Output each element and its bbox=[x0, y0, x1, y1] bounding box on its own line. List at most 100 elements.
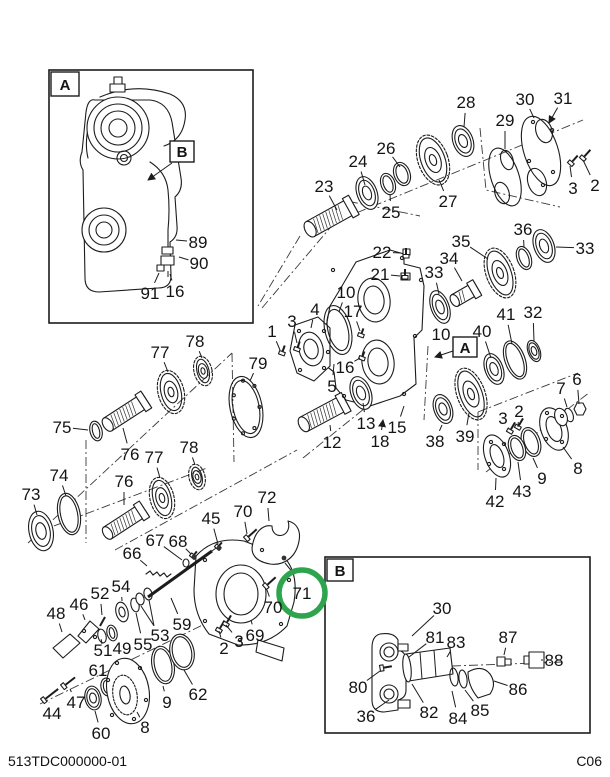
spline-hatch bbox=[458, 291, 463, 303]
gasket-hole bbox=[231, 416, 236, 421]
part-number-76: 76 bbox=[121, 445, 140, 464]
bolt-hole bbox=[549, 127, 555, 133]
gasket-hole bbox=[252, 383, 257, 388]
part-number-76: 76 bbox=[115, 472, 134, 491]
leader-line bbox=[185, 548, 192, 555]
bolt-hole bbox=[418, 277, 424, 283]
spline-hatch bbox=[110, 523, 116, 536]
leader-line bbox=[569, 165, 573, 178]
splined-shaft bbox=[297, 391, 352, 433]
spline-hatch bbox=[337, 205, 343, 220]
spline-hatch bbox=[119, 408, 125, 422]
leader-line bbox=[154, 272, 160, 284]
bolt bbox=[578, 149, 592, 163]
bearing-inner bbox=[89, 692, 97, 704]
shaft-end bbox=[101, 417, 114, 432]
part-number-16: 16 bbox=[336, 358, 355, 377]
part-face bbox=[493, 181, 511, 205]
leader-line bbox=[225, 624, 233, 633]
gear-rim bbox=[486, 250, 514, 296]
bolt bbox=[356, 328, 365, 339]
leader-line bbox=[356, 321, 361, 332]
part-face bbox=[499, 149, 515, 171]
leader-line bbox=[198, 350, 203, 359]
part-number-77: 77 bbox=[145, 448, 164, 467]
part-face bbox=[228, 375, 264, 439]
leader-line bbox=[169, 273, 173, 281]
gear-web bbox=[192, 470, 202, 484]
bolt-hole bbox=[401, 391, 407, 397]
washer-ring bbox=[392, 161, 412, 187]
bolt-hole bbox=[559, 439, 565, 445]
part-number-53: 53 bbox=[151, 626, 170, 645]
bearing-inner bbox=[530, 346, 538, 356]
part-face bbox=[363, 285, 385, 315]
washer-ring-inner bbox=[510, 437, 524, 459]
leader-line bbox=[507, 324, 513, 345]
leader-line bbox=[148, 599, 155, 626]
spline-hatch bbox=[325, 404, 331, 419]
bolt-head bbox=[277, 350, 286, 357]
bolt-hole bbox=[530, 119, 536, 125]
leader-line bbox=[366, 670, 381, 681]
part-number-29: 29 bbox=[496, 111, 515, 130]
bolt-hole bbox=[501, 441, 507, 447]
inset-b-cylinder bbox=[405, 647, 454, 682]
leader-line bbox=[136, 711, 141, 718]
part-number-62: 62 bbox=[189, 685, 208, 704]
boss-circle bbox=[383, 646, 395, 658]
part-number-3: 3 bbox=[287, 312, 296, 331]
part-number-79: 79 bbox=[249, 354, 268, 373]
fitting bbox=[160, 255, 175, 266]
part-number-18: 18 bbox=[371, 432, 390, 451]
part-number-51: 51 bbox=[94, 641, 113, 660]
gear-teeth bbox=[454, 367, 488, 421]
leader-line bbox=[192, 457, 196, 466]
spline-hatch bbox=[122, 406, 128, 420]
leader-line bbox=[62, 485, 67, 497]
part-number-5: 5 bbox=[327, 377, 336, 396]
boss-circle bbox=[116, 150, 132, 166]
bolt-hole bbox=[501, 466, 507, 472]
washer-ring bbox=[56, 492, 82, 536]
spline-hatch bbox=[316, 216, 322, 232]
shaft-end bbox=[449, 293, 460, 308]
part-face bbox=[115, 601, 129, 623]
leader-line bbox=[411, 615, 435, 637]
spline-hatch bbox=[125, 513, 131, 526]
part-number-8: 8 bbox=[573, 459, 582, 478]
bolt-shank bbox=[296, 341, 301, 348]
parts-drawing-layer bbox=[27, 76, 592, 725]
bolt bbox=[378, 664, 393, 672]
bolt-head bbox=[356, 332, 365, 339]
part-number-25: 25 bbox=[382, 203, 401, 222]
leader-line bbox=[451, 690, 457, 708]
leader-line bbox=[453, 267, 463, 282]
gear-rim bbox=[457, 370, 485, 418]
spline-hatch bbox=[122, 515, 128, 528]
part-number-10: 10 bbox=[337, 283, 356, 302]
spline-hatch bbox=[322, 213, 328, 229]
part-number-30: 30 bbox=[433, 599, 452, 618]
inset-b-label: B bbox=[335, 563, 346, 580]
bearing-race bbox=[485, 356, 503, 382]
part-number-45: 45 bbox=[202, 509, 221, 528]
spline-hatch bbox=[119, 517, 125, 530]
bolt-hole bbox=[81, 628, 87, 634]
leader-line bbox=[178, 256, 189, 261]
bolt-hole bbox=[540, 182, 546, 188]
part-number-81: 81 bbox=[426, 628, 445, 647]
part-face bbox=[520, 115, 562, 187]
washer-ring-inner bbox=[518, 248, 530, 268]
part-number-90: 90 bbox=[190, 254, 209, 273]
bolt-hole bbox=[325, 349, 331, 355]
detent-ball bbox=[281, 555, 287, 561]
bolt-hole bbox=[399, 255, 405, 261]
part-number-1: 1 bbox=[267, 322, 276, 341]
spline-hatch bbox=[331, 401, 337, 416]
leader-line bbox=[33, 504, 38, 516]
part-number-35: 35 bbox=[452, 232, 471, 251]
shaft-collar bbox=[132, 500, 151, 522]
gear-rim bbox=[195, 358, 211, 384]
part-number-74: 74 bbox=[50, 466, 69, 485]
